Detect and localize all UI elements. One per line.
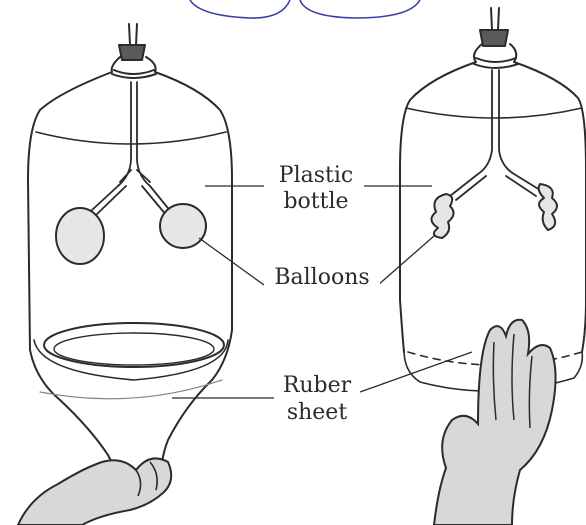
leader-rubber-right xyxy=(360,352,472,392)
label-balloons: Balloons xyxy=(264,266,380,290)
balloon-left-1 xyxy=(56,208,104,264)
balloon-left-2 xyxy=(160,204,206,248)
cork-right xyxy=(480,30,508,46)
label-plastic-bottle-line2: bottle xyxy=(268,190,364,214)
bottle-body-left xyxy=(28,57,232,488)
label-rubber-sheet-line2: sheet xyxy=(274,401,360,425)
cork-left xyxy=(119,45,145,60)
left-bottle xyxy=(28,24,232,488)
balloon-right-1 xyxy=(431,194,453,238)
callout-frame-right xyxy=(300,0,420,18)
label-rubber-sheet-line1: Ruber xyxy=(274,374,360,398)
bottle-body-right xyxy=(400,44,586,352)
hand-right xyxy=(434,320,556,525)
hand-left xyxy=(18,458,171,525)
label-plastic-bottle-line1: Plastic xyxy=(268,164,364,188)
callout-frame-left xyxy=(190,0,290,18)
